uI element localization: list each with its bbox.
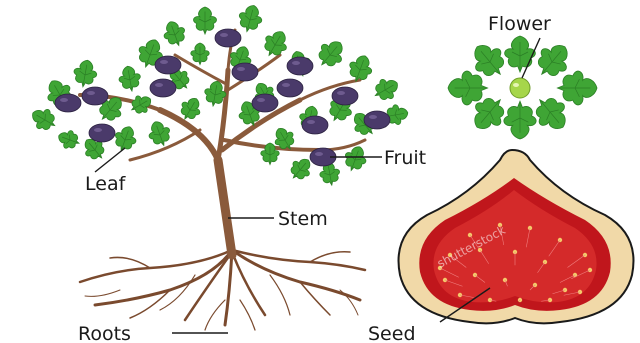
fig-fruit-icon xyxy=(277,79,303,97)
fig-leaf-icon xyxy=(193,7,216,34)
fig-leaf-icon xyxy=(145,118,174,149)
fig-leaf-icon xyxy=(27,104,60,135)
flower-label: Flower xyxy=(488,13,551,35)
fig-fruit-icon xyxy=(55,94,81,112)
fig-leaf-icon xyxy=(504,101,536,139)
fig-leaf-icon xyxy=(505,36,536,72)
fig-leaf-icon xyxy=(127,91,155,118)
leaf-label: Leaf xyxy=(85,173,127,195)
fig-leaf-icon xyxy=(370,74,403,105)
fig-fruit-icon xyxy=(252,94,278,112)
fig-leaf-icon xyxy=(160,18,189,49)
roots-label: Roots xyxy=(78,323,131,343)
fruit-label: Fruit xyxy=(384,147,426,169)
fig-fruit-icon xyxy=(215,29,241,47)
fig-leaf-icon xyxy=(259,26,292,61)
fig-fruit-icon xyxy=(287,57,313,75)
fig-fruit-icon xyxy=(155,56,181,74)
fig-fruit-icon xyxy=(89,124,115,142)
fig-leaf-icon xyxy=(56,127,83,152)
fig-fruit-icon xyxy=(302,116,328,134)
fig-leaf-icon xyxy=(111,123,140,154)
fig-fruit-icon xyxy=(232,63,258,81)
fig-fruit-icon xyxy=(364,111,390,129)
fig-flower-icon xyxy=(510,78,530,98)
fig-fruit-icon xyxy=(82,87,108,105)
fig-leaf-icon xyxy=(117,64,143,93)
fig-leaf-icon xyxy=(557,71,597,105)
fig-leaf-icon xyxy=(448,71,488,105)
fig-leaf-icon xyxy=(236,3,265,35)
fig-fruit-icon xyxy=(150,79,176,97)
fig-leaf-icon xyxy=(312,35,349,73)
seed-label: Seed xyxy=(368,323,416,343)
fig-leaf-icon xyxy=(191,43,209,65)
roots-graphic xyxy=(80,250,365,330)
fig-fruit-icon xyxy=(332,87,358,105)
fig-leaf-icon xyxy=(72,58,99,89)
stem-label: Stem xyxy=(278,208,328,230)
fig-cross-section-icon xyxy=(399,150,634,323)
